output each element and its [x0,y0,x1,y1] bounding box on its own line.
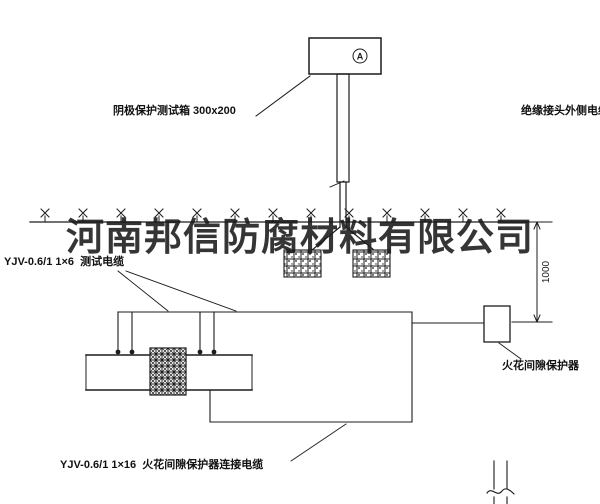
grade-line [29,208,529,223]
test-box-leader-line [255,75,311,117]
test-cable-leader [117,270,169,312]
protector-cable-label: YJV-0.6/1 1×16 火花间隙保护器连接电缆 [60,459,264,471]
protector-cable-leader [290,423,347,462]
test-cable-leader [125,270,237,312]
anode-block-right [352,249,391,278]
anode-block-left [283,249,322,278]
test-box-label: 阴极保护测试箱 300x200 [113,105,236,117]
ammeter-letter: A [357,52,364,62]
leader-lines [117,270,522,462]
terminal-dot [211,349,217,355]
insulating-joint [149,347,187,396]
insulated-joint-cable-label: 绝缘接头外侧电缆 [521,105,600,117]
dimension-line: 1000 [511,221,553,323]
terminal-dot [197,349,203,355]
dimension-text: 1000 [541,260,552,283]
test-cable-label: YJV-0.6/1 1×6 测试电缆 [4,256,125,268]
ammeter-circle [352,48,368,64]
terminal-dot [115,349,121,355]
pipeline [85,347,253,396]
spark-gap-protector-box [483,305,511,343]
terminal-dot [129,349,135,355]
spark-label-leader [498,342,522,360]
spark-gap-protector-label: 火花间隙保护器 [502,360,579,372]
pipe-riser-symbol [486,460,515,504]
conduit [311,73,375,273]
test-box: A [308,37,382,75]
cable-wiring [117,311,485,423]
